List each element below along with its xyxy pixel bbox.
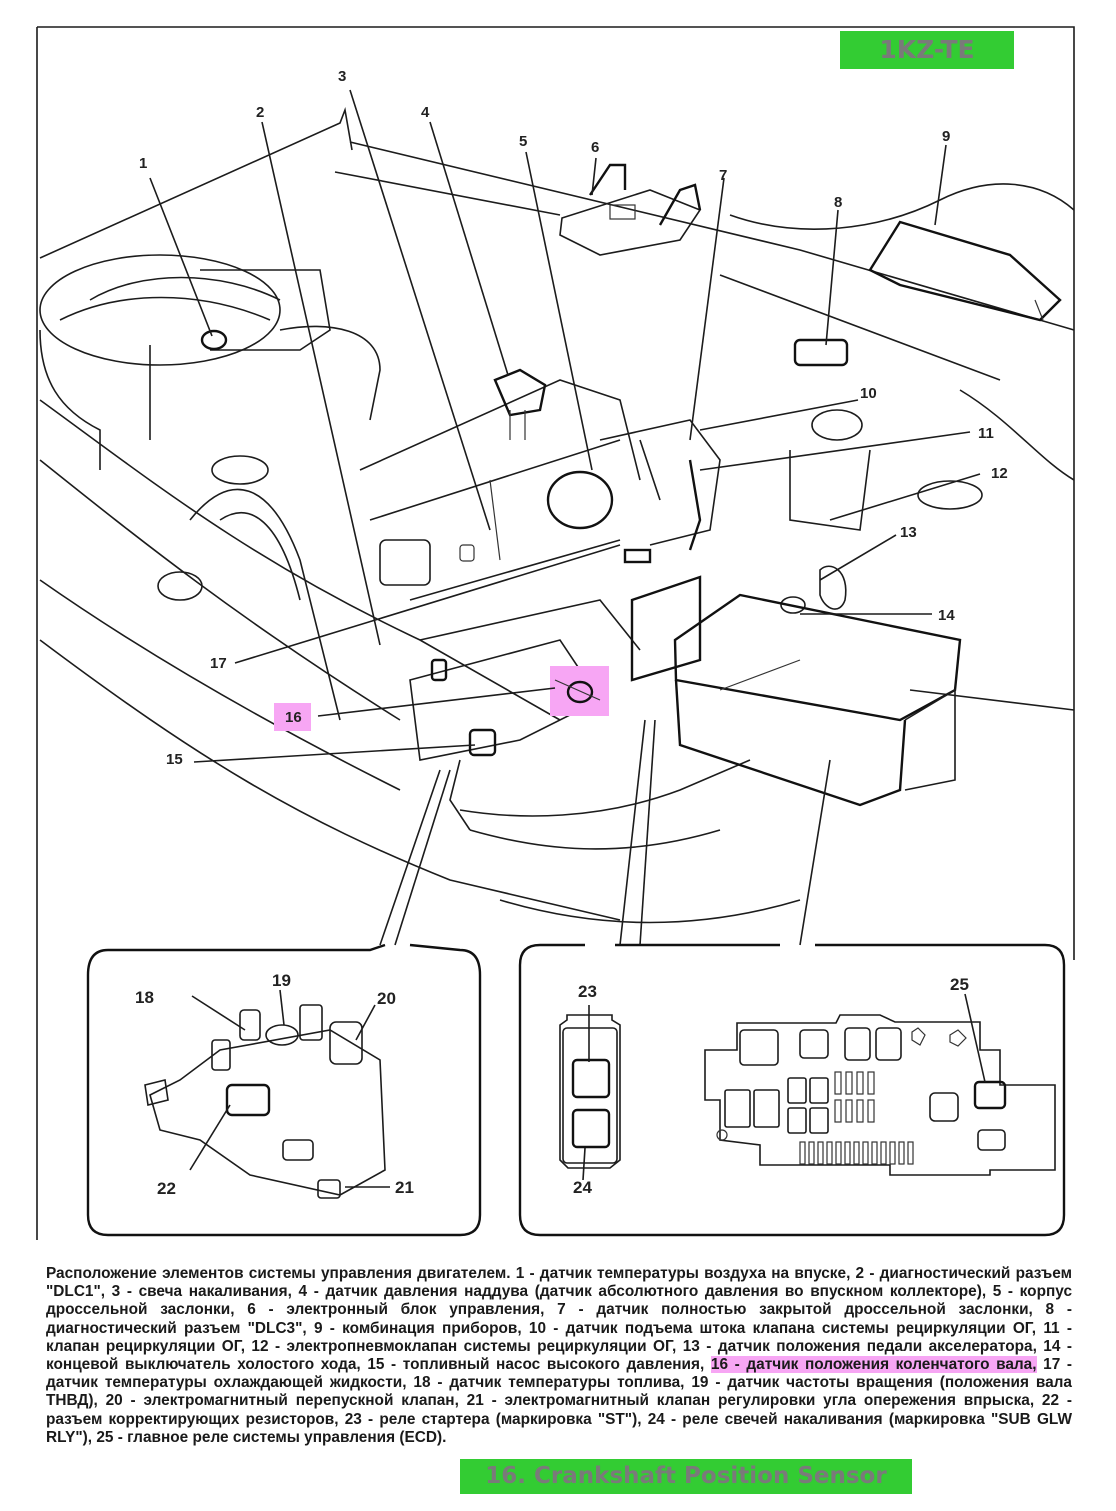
dlc3-connector xyxy=(793,338,849,367)
callout-12: 12 xyxy=(991,465,1008,482)
callout-11: 11 xyxy=(978,425,994,442)
engine-component-diagram: 1 2 3 4 5 6 7 8 9 10 11 12 13 14 17 16 1… xyxy=(36,26,1075,1240)
callout-16: 16 xyxy=(285,709,302,726)
crankshaft-position-sensor xyxy=(554,679,601,704)
callout-18: 18 xyxy=(135,988,154,1007)
callout-3: 3 xyxy=(338,68,346,85)
callout-16-highlight xyxy=(274,703,311,731)
engine-block xyxy=(157,379,652,721)
callout-22: 22 xyxy=(157,1179,176,1198)
fuse-row-upper xyxy=(834,1071,875,1123)
fluid-reservoirs xyxy=(780,409,983,614)
diagram-frame xyxy=(36,26,1075,1240)
injection-pump-area xyxy=(409,639,602,831)
callout-15: 15 xyxy=(166,751,183,768)
inset-pointers xyxy=(379,719,831,946)
callout-2: 2 xyxy=(256,104,264,121)
throttle-body xyxy=(546,419,721,551)
callout-9: 9 xyxy=(942,128,950,145)
sensor-title-badge: 16. Crankshaft Position Sensor xyxy=(460,1459,912,1494)
callout-21: 21 xyxy=(395,1178,414,1197)
callout-24: 24 xyxy=(573,1178,592,1197)
fuel-pump-inset: 18 19 20 22 21 xyxy=(86,943,482,1237)
relay-layout-inset: 23 24 25 xyxy=(518,943,1066,1237)
callout-4: 4 xyxy=(421,104,430,121)
engine-code-badge: 1KZ-TE xyxy=(840,31,1014,69)
instrument-cluster xyxy=(868,220,1062,322)
callout-7: 7 xyxy=(719,167,727,184)
fuse-row-lower xyxy=(799,1141,914,1165)
diagram-caption: Расположение элементов системы управлени… xyxy=(46,1265,1072,1447)
callout-6: 6 xyxy=(591,139,599,156)
callout-leaders xyxy=(149,89,981,763)
callout-14: 14 xyxy=(938,607,955,624)
callout-13: 13 xyxy=(900,524,917,541)
callout-5: 5 xyxy=(519,133,527,150)
callout-10: 10 xyxy=(860,385,877,402)
ecu-unit xyxy=(559,163,702,256)
caption-highlight-crankshaft: 16 - датчик положения коленчатого вала, xyxy=(710,1356,1037,1374)
callout-8: 8 xyxy=(834,194,842,211)
air-cleaner xyxy=(39,254,381,470)
callout-20: 20 xyxy=(377,989,396,1008)
boost-pressure-sensor xyxy=(493,368,547,440)
relay-box xyxy=(630,575,962,807)
callout-labels: 1 2 3 4 5 6 7 8 9 10 11 12 13 14 17 16 1… xyxy=(139,68,1008,768)
engine-bay-outline xyxy=(39,107,1075,924)
callout-19: 19 xyxy=(272,971,291,990)
caption-text-after: 17 - датчик температуры охлаждающей жидк… xyxy=(46,1356,1073,1446)
callout-1: 1 xyxy=(139,155,147,172)
callout-25: 25 xyxy=(950,975,969,994)
callout-17: 17 xyxy=(210,655,227,672)
callout-23: 23 xyxy=(578,982,597,1001)
intake-air-temp-sensor xyxy=(200,329,228,351)
caption-text-before: Расположение элементов системы управлени… xyxy=(46,1265,1072,1374)
